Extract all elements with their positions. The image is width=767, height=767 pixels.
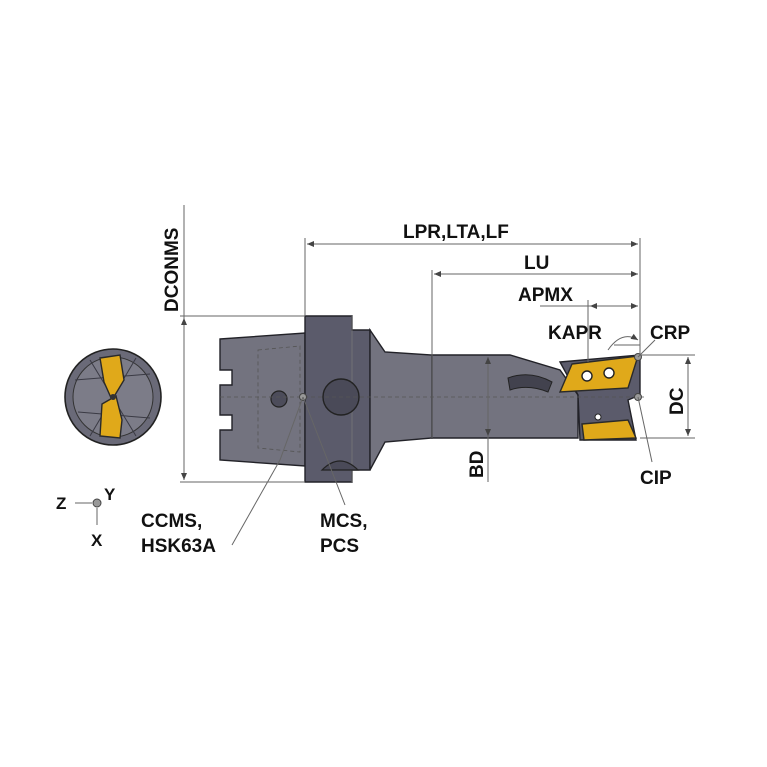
label-dc: DC (667, 387, 688, 415)
label-cip: CIP (640, 468, 672, 489)
label-apmx: APMX (518, 285, 573, 306)
crp-leader (637, 339, 656, 358)
insert-bottom-screw (594, 413, 602, 421)
neck-taper (369, 327, 433, 471)
label-ccms: CCMS, (141, 511, 202, 532)
dimension-labels: DCONMS LPR,LTA,LF LU APMX KAPR CRP DC BD… (141, 222, 690, 557)
label-pcs: PCS (320, 536, 359, 557)
label-bd: BD (467, 451, 488, 478)
label-mcs: MCS, (320, 511, 368, 532)
body-shaft (431, 354, 579, 439)
hsk-shank (219, 332, 306, 467)
label-dconms: DCONMS (162, 228, 183, 312)
end-view-insert-top (99, 354, 125, 402)
axis-y: Y (104, 485, 116, 504)
insert-bottom (581, 419, 638, 441)
hsk-shank-inner (257, 345, 301, 453)
tool-side-view (219, 315, 645, 483)
axis-origin (92, 498, 102, 508)
insert-top-screw-1 (581, 370, 593, 382)
label-crp: CRP (650, 323, 690, 344)
end-view (64, 348, 162, 446)
cip-leader (637, 396, 653, 463)
kapr-arc (607, 333, 639, 351)
chip-pocket (507, 374, 553, 393)
insert-top-screw-2 (603, 367, 615, 379)
reference-points (299, 353, 642, 401)
axis-x: X (91, 531, 103, 550)
label-hsk63a: HSK63A (141, 536, 216, 557)
insert-top (558, 355, 639, 393)
axis-indicator: Z Y X (56, 485, 116, 550)
mcs-leader (302, 396, 346, 506)
label-lu: LU (524, 253, 549, 274)
label-lpr: LPR,LTA,LF (403, 222, 509, 243)
hsk-shank-hole (270, 390, 288, 408)
dimension-lines (180, 205, 695, 546)
label-kapr: KAPR (548, 323, 602, 344)
axis-z: Z (56, 494, 66, 513)
ccms-leader (231, 459, 281, 546)
end-view-center (110, 394, 116, 400)
